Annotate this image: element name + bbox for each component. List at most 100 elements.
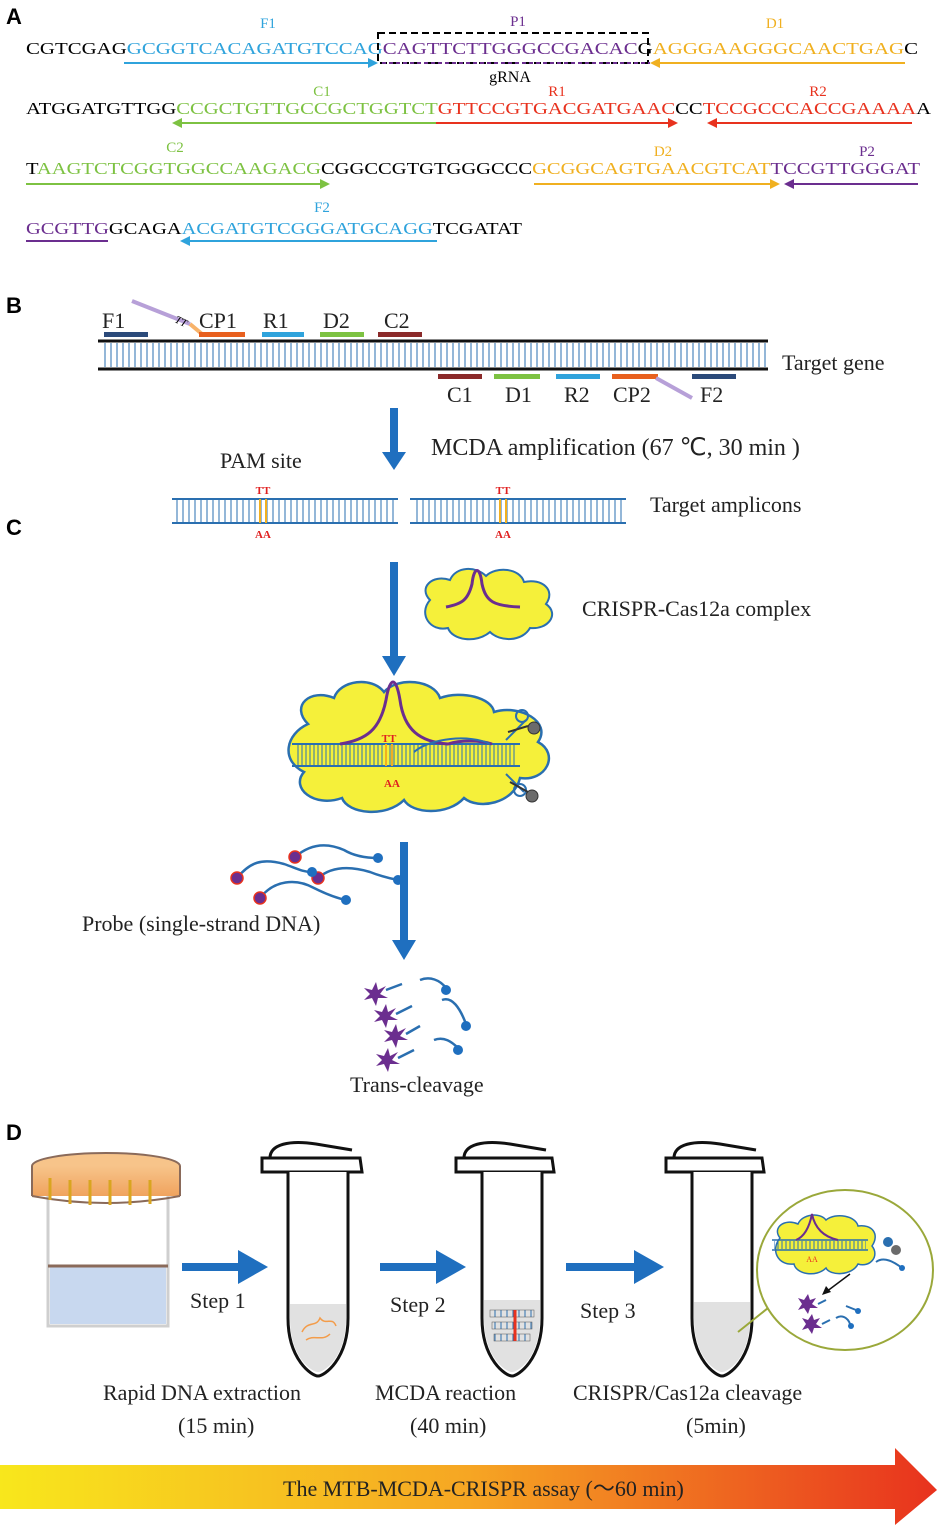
bottom-primer-f2: F2: [700, 382, 723, 407]
pam-bottom-left: AA: [255, 529, 271, 541]
panel-label-d: D: [6, 1120, 22, 1145]
bottom-primer-cp2: CP2: [613, 382, 651, 407]
pam-site-label: PAM site: [220, 448, 302, 473]
step2-caption: MCDA reaction: [375, 1380, 516, 1405]
crrna-small: [445, 569, 521, 609]
arrow-c2-head-shape: [392, 940, 416, 960]
arrow-amplification-shaft: [390, 408, 398, 454]
step3-time: (5min): [686, 1413, 746, 1438]
step1-arrow: [182, 1250, 268, 1284]
primer-label-d1: D1: [766, 16, 784, 32]
arrow-f1-head: [368, 58, 378, 68]
bar-c2: [378, 332, 422, 337]
primer-label-p1: P1: [510, 14, 526, 30]
panel-label-c: C: [6, 515, 22, 540]
primer-label-c1: C1: [313, 84, 331, 100]
top-primer-c2: C2: [384, 308, 410, 333]
step2-time: (40 min): [410, 1413, 486, 1438]
arrow-p2-head: [784, 179, 794, 189]
probe-fluorophores: [230, 850, 403, 905]
tt-link-purple: [131, 299, 191, 326]
grna-box: [377, 32, 649, 64]
bar-cp2: [612, 374, 658, 379]
ssdna-bound: [413, 737, 491, 753]
bar-f1: [104, 332, 148, 337]
target-amplicons-label: Target amplicons: [650, 492, 801, 517]
scissors-icon: [505, 709, 541, 741]
zoom-arrow: [825, 1273, 851, 1293]
bar-r1: [262, 332, 304, 337]
cleaved-fragments: [385, 977, 468, 1060]
pam-top-complex: TT: [382, 733, 397, 745]
zoom-fragments: [798, 1294, 861, 1334]
pam-bottom-complex: AA: [384, 778, 400, 790]
fluorescence-burst-icon: [364, 982, 408, 1072]
assay-label: The MTB-MCDA-CRISPR assay (～60 min): [283, 1476, 684, 1501]
amplicon-right: [410, 498, 626, 524]
panel-label-a: A: [6, 4, 22, 29]
bottom-primer-r2: R2: [564, 382, 590, 407]
zoom-arrow-head: [822, 1286, 831, 1295]
crrna-large: [339, 680, 493, 746]
amplification-label: MCDA amplification (67 ℃, 30 min ): [431, 435, 800, 461]
tube-icon-1: [260, 1141, 364, 1378]
arrow-r1-head: [668, 118, 678, 128]
zoom-crrna: [795, 1213, 839, 1241]
scissors-icon-2: [505, 773, 539, 803]
primer-label-d2: D2: [654, 144, 672, 160]
grna-label: gRNA: [489, 69, 531, 86]
primer-label-c2: C2: [166, 140, 184, 156]
zoom-rungs: [774, 1241, 866, 1249]
arrow-d1-head: [650, 58, 660, 68]
bar-c1: [438, 374, 482, 379]
step1-label: Step 1: [190, 1288, 246, 1313]
assay-timeline-bar: [0, 1448, 937, 1525]
bottom-primer-c1: C1: [447, 382, 473, 407]
target-rungs: [296, 745, 516, 765]
primer-label-p2: P2: [859, 144, 875, 160]
cp2-link: [655, 376, 693, 400]
arrow-d2-head: [770, 179, 780, 189]
top-primer-cp1: CP1: [199, 308, 237, 333]
probe-icon: [236, 844, 399, 902]
bar-d1: [494, 374, 540, 379]
tube-icon-2: [454, 1141, 556, 1378]
step1-time: (15 min): [178, 1413, 254, 1438]
arrow-c2-head: [320, 179, 330, 189]
pam-top-right: TT: [496, 485, 511, 497]
bar-cp1: [199, 332, 245, 337]
primer-label-f2: F2: [314, 200, 330, 216]
bar-d2: [320, 332, 364, 337]
tt-tag: TT: [173, 314, 190, 330]
top-primer-d2: D2: [323, 308, 350, 333]
step3-label: Step 3: [580, 1298, 636, 1323]
arrow-r2-head: [707, 118, 717, 128]
top-primer-f1: F1: [102, 308, 125, 333]
panel-label-b: B: [6, 293, 22, 318]
step1-caption: Rapid DNA extraction: [103, 1380, 301, 1405]
tube-icon-3: [664, 1141, 766, 1378]
sample-container-icon: [31, 1152, 181, 1328]
arrow-amplification-head: [382, 452, 406, 470]
target-gene-label: Target gene: [782, 350, 885, 375]
pam-bottom-right: AA: [495, 529, 511, 541]
cas12a-complex-label: CRISPR-Cas12a complex: [582, 596, 811, 621]
arrow-c2-shaft: [400, 842, 408, 942]
primer-label-r1: R1: [548, 84, 566, 100]
arrow-c1-head: [172, 118, 182, 128]
arrow-c1-shaft: [390, 562, 398, 658]
bottom-primer-d1: D1: [505, 382, 532, 407]
arrow-c1-head-shape: [382, 656, 406, 676]
step2-label: Step 2: [390, 1292, 446, 1317]
step2-arrow: [380, 1250, 466, 1284]
bar-r2: [556, 374, 600, 379]
bar-f2: [692, 374, 736, 379]
gene-rungs: [100, 343, 766, 367]
zoom-pam: AA: [806, 1255, 818, 1264]
primer-label-r2: R2: [809, 84, 827, 100]
